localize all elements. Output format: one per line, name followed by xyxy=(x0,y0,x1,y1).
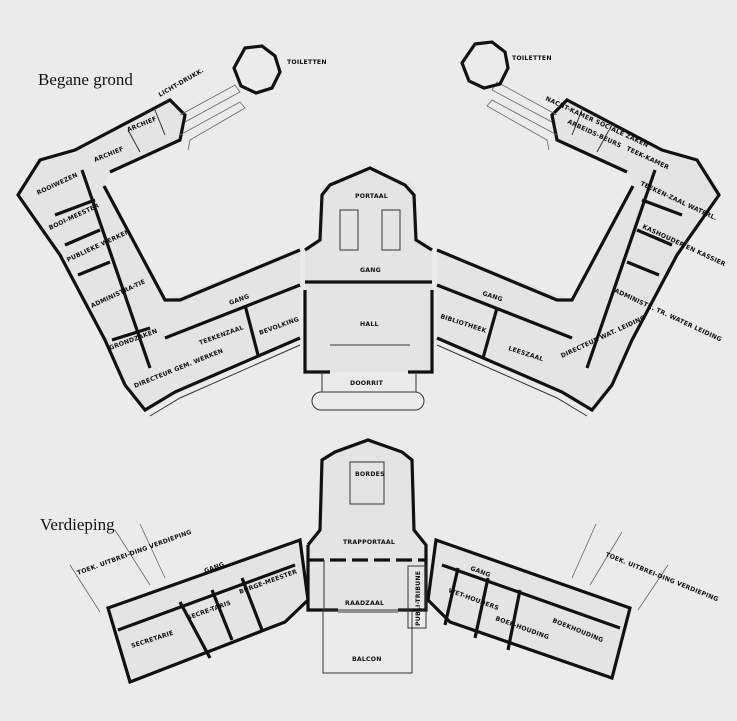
room-label: TRAPPORTAAL xyxy=(343,539,395,546)
ground-right-wing xyxy=(436,81,721,417)
room-label: DOORRIT xyxy=(350,380,384,387)
ground-floor-plan: TOILETTEN LICHT-DRUKK. ARCHIEF ARCHIEF R… xyxy=(16,40,726,417)
upper-center-block xyxy=(306,438,428,674)
room-label: TOILETTEN xyxy=(512,55,552,62)
ground-floor-title: Begane grond xyxy=(38,70,133,89)
upper-left-wing xyxy=(69,523,310,685)
room-label: HALL xyxy=(360,321,379,328)
balcony-outline xyxy=(322,609,413,674)
right-toilet-octagon xyxy=(460,40,510,90)
upper-floor-title: Verdieping xyxy=(40,515,115,534)
room-label: RAADZAAL xyxy=(345,600,384,607)
ground-center-block xyxy=(303,166,434,411)
room-label: BALCON xyxy=(352,656,382,663)
room-label: PORTAAL xyxy=(355,193,388,200)
ground-left-wing xyxy=(16,84,301,417)
left-toilet-octagon xyxy=(232,44,282,95)
room-label: PUBLI-TRIBUNE xyxy=(415,571,422,626)
room-label: BORDES xyxy=(355,471,385,478)
room-label: TOILETTEN xyxy=(287,59,327,66)
doorrit-basin xyxy=(311,391,425,411)
room-label: GANG xyxy=(360,267,381,274)
upper-right-wing xyxy=(426,523,669,681)
